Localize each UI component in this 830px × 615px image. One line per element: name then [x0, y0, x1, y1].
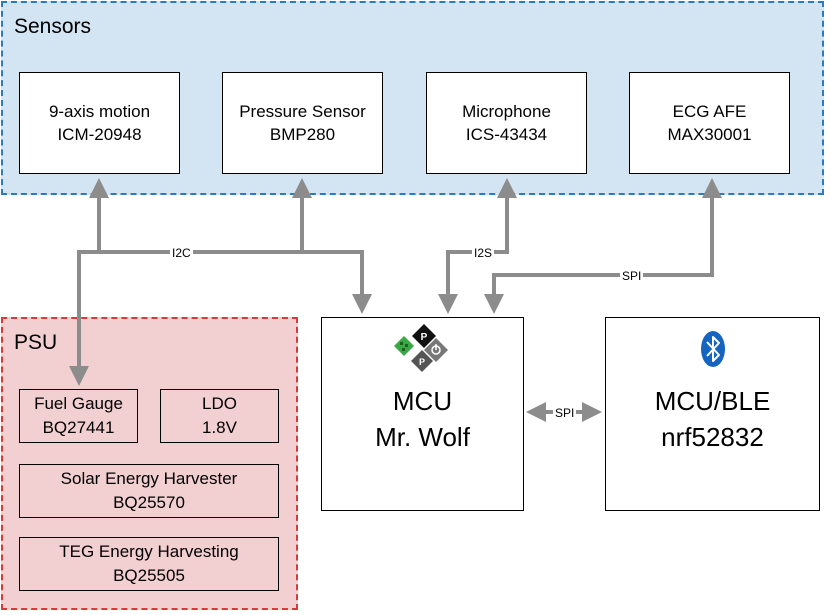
sensor-motion-part: ICM-20948	[57, 125, 142, 144]
spi-ecg-wire	[484, 178, 722, 314]
bluetooth-icon	[701, 331, 725, 367]
psu-group: PSU	[1, 317, 298, 610]
sensor-pressure-name: Pressure Sensor	[239, 102, 366, 121]
sensor-motion-box: 9-axis motion ICM-20948	[19, 72, 180, 174]
sensor-ecg-part: MAX30001	[667, 125, 752, 144]
mcu-box: MCU Mr. Wolf	[321, 317, 524, 511]
sensor-ecg-box: ECG AFE MAX30001	[629, 72, 790, 174]
psu-ldo-box: LDO 1.8V	[160, 389, 279, 443]
svg-text:P: P	[419, 357, 425, 367]
psu-fuel-gauge-name: Fuel Gauge	[34, 394, 123, 413]
psu-title: PSU	[14, 331, 58, 354]
i2s-label: I2S	[472, 246, 495, 260]
psu-ldo-part: 1.8V	[202, 418, 237, 437]
ble-name: nrf52832	[661, 422, 764, 452]
psu-teg-name: TEG Energy Harvesting	[59, 542, 239, 561]
sensor-pressure-box: Pressure Sensor BMP280	[222, 72, 383, 174]
mcu-name: Mr. Wolf	[375, 422, 470, 452]
psu-solar-name: Solar Energy Harvester	[60, 469, 238, 488]
sensor-microphone-part: ICS-43434	[465, 125, 548, 144]
sensor-ecg-name: ECG AFE	[672, 102, 747, 121]
mcu-label: MCU	[392, 386, 453, 416]
sensors-title: Sensors	[14, 15, 92, 38]
svg-text:P: P	[421, 332, 428, 343]
psu-teg-box: TEG Energy Harvesting BQ25505	[19, 537, 279, 591]
pulp-platform-logo-icon: P P	[394, 324, 448, 372]
psu-teg-part: BQ25505	[113, 566, 185, 585]
i2c-bus-main	[77, 250, 364, 372]
sensor-motion-name: 9-axis motion	[48, 102, 151, 121]
psu-solar-part: BQ25570	[113, 493, 185, 512]
spi-ecg-label: SPI	[620, 269, 644, 283]
sensor-microphone-name: Microphone	[462, 102, 551, 121]
sensor-pressure-part: BMP280	[269, 125, 336, 144]
spi-link-label: SPI	[553, 406, 577, 420]
sensor-microphone-box: Microphone ICS-43434	[426, 72, 587, 174]
ble-label: MCU/BLE	[654, 386, 771, 416]
i2c-label: I2C	[170, 246, 193, 260]
psu-fuel-gauge-part: BQ27441	[42, 418, 115, 437]
psu-fuel-gauge-box: Fuel Gauge BQ27441	[19, 389, 138, 443]
psu-solar-box: Solar Energy Harvester BQ25570	[19, 464, 279, 518]
psu-ldo-name: LDO	[202, 394, 237, 413]
